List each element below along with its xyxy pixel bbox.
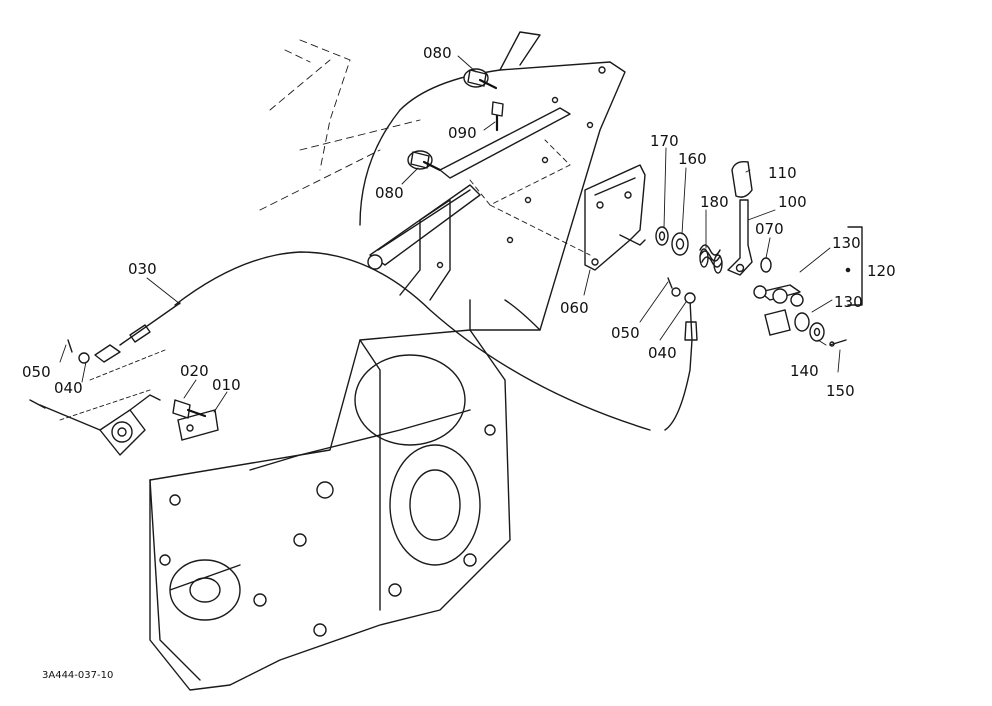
nut-070: [760, 257, 772, 273]
bolt-080-top: [463, 68, 498, 90]
callout-020: 020: [180, 362, 209, 380]
callout-070: 070: [755, 220, 784, 238]
callout-120: 120: [867, 262, 896, 280]
callout-130-bottom: 130: [834, 293, 863, 311]
bushing-130: [794, 312, 810, 332]
pivot-assembly-120: [753, 284, 804, 336]
callout-110: 110: [768, 164, 797, 182]
cable-end-right: [664, 277, 698, 431]
callout-150: 150: [826, 382, 855, 400]
washer-140: [809, 322, 825, 342]
control-rod: [367, 107, 591, 270]
drawing-code: 3A444-037-10: [42, 670, 113, 681]
callout-170: 170: [650, 132, 679, 150]
callout-050-left: 050: [22, 363, 51, 381]
leader-lines: [59, 55, 841, 413]
callout-010: 010: [212, 376, 241, 394]
upper-frame-structure: [259, 31, 626, 331]
callout-160: 160: [678, 150, 707, 168]
washer-170: [655, 226, 669, 246]
callout-040-left: 040: [54, 379, 83, 397]
bolt-080-middle: [407, 150, 442, 172]
bolt-020: [172, 399, 207, 419]
callout-090: 090: [448, 124, 477, 142]
washer-160: [671, 232, 689, 256]
callout-060: 060: [560, 299, 589, 317]
lever-100: [727, 199, 753, 276]
callout-labels: 080 090 080 170 160 110 180 100 070 130 …: [22, 44, 896, 681]
callout-080-middle: 080: [375, 184, 404, 202]
transmission-housing: [149, 329, 511, 691]
callout-080-top: 080: [423, 44, 452, 62]
bolt-090: [491, 101, 504, 132]
callout-030: 030: [128, 260, 157, 278]
bracket-060: [584, 164, 646, 271]
callout-050-right: 050: [611, 324, 640, 342]
callout-140: 140: [790, 362, 819, 380]
knob-110: [731, 160, 753, 198]
callout-130-top: 130: [832, 234, 861, 252]
group-bracket-120: [845, 226, 863, 306]
callout-180: 180: [700, 193, 729, 211]
bellcrank-assembly: [29, 349, 166, 456]
spring-180: [699, 244, 723, 274]
callout-040-right: 040: [648, 344, 677, 362]
callout-100: 100: [778, 193, 807, 211]
pin-150: [829, 339, 847, 347]
cable-030: [67, 251, 651, 431]
